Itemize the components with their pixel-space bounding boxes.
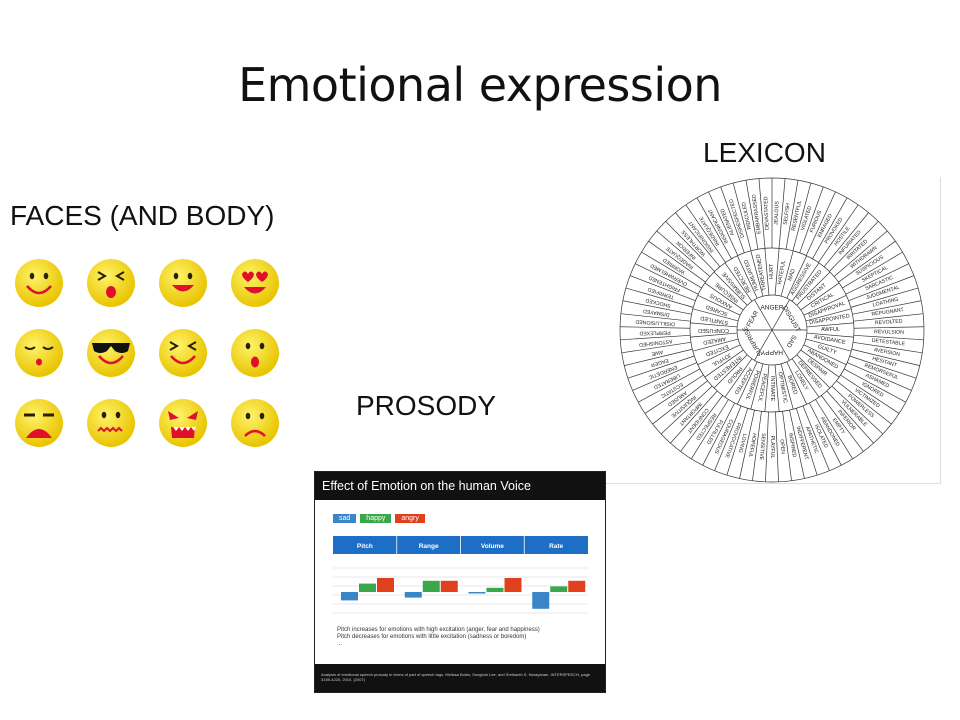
- wheel-outer-emotion: AWE: [650, 348, 663, 356]
- prosody-bar-sad: [468, 592, 486, 594]
- wheel-outer-emotion: SENSITIVE: [758, 433, 766, 461]
- prosody-notes: Pitch increases for emotions with high e…: [337, 627, 540, 648]
- emoji-laughing-icon: [158, 328, 208, 378]
- wheel-outer-emotion: ASTONISHED: [638, 338, 672, 348]
- prosody-category-label: Rate: [549, 543, 563, 550]
- wheel-middle-emotion: PEACEFUL: [756, 373, 767, 403]
- prosody-header: Effect of Emotion on the human Voice: [315, 472, 605, 500]
- prosody-note: ...: [337, 641, 343, 647]
- prosody-category-label: Range: [419, 543, 439, 550]
- prosody-bar-angry: [440, 580, 458, 592]
- wheel-middle-emotion: HATEFUL: [777, 260, 787, 285]
- legend-happy: happy: [360, 514, 392, 523]
- wheel-outer-emotion: PERPLEXED: [639, 329, 671, 336]
- wheel-middle-emotion: HURT: [769, 263, 775, 279]
- prosody-footer: Analysis of emotional speech prosody in …: [315, 664, 605, 692]
- prosody-bar-angry: [568, 580, 586, 592]
- wheel-core-emotion: DISGUST: [781, 305, 802, 334]
- emoji-heart-eyes-icon: [230, 258, 280, 308]
- wheel-middle-emotion: AWFUL: [821, 327, 840, 333]
- lexicon-label: LEXICON: [703, 137, 826, 168]
- wheel-outer-emotion: JEALOUS: [774, 201, 781, 225]
- wheel-outer-emotion: DISMAYED: [642, 307, 670, 317]
- wheel-middle-emotion: STARTLED: [700, 314, 729, 325]
- prosody-note: Pitch increases for emotions with high e…: [337, 627, 540, 633]
- wheel-core-emotion: FEAR: [746, 309, 761, 328]
- wheel-outer-emotion: RIDICULED: [741, 201, 753, 230]
- wheel-outer-emotion: DEVASTATED: [763, 196, 770, 230]
- wheel-outer-emotion: PLAYFUL: [769, 436, 775, 459]
- wheel-middle-emotion: MAD: [787, 268, 797, 282]
- wheel-outer-emotion: AVERSION: [873, 347, 900, 358]
- wheel-outer-emotion: LOVING: [737, 433, 748, 453]
- wheel-core-emotion: SAD: [785, 333, 798, 348]
- wheel-outer-emotion: REPUGNANT: [871, 307, 905, 318]
- emoji-squint-kiss-icon: [86, 258, 136, 308]
- prosody-note: Pitch decreases for emotions with little…: [337, 634, 527, 640]
- prosody-category-label: Pitch: [357, 543, 373, 550]
- wheel-outer-emotion: DISILLUSIONED: [635, 318, 675, 327]
- prosody-bar-sad: [532, 592, 550, 609]
- emoji-faces-grid: [14, 258, 294, 458]
- prosody-bar-chart: Pitch Range Volume Rate: [333, 536, 588, 614]
- emoji-surprised-icon: [230, 328, 280, 378]
- prosody-bar-angry: [504, 578, 522, 592]
- wheel-middle-emotion: AMAZED: [703, 335, 727, 345]
- prosody-figure: Effect of Emotion on the human Voice sad…: [314, 471, 606, 693]
- prosody-bar-happy: [359, 583, 376, 592]
- emoji-sleepy-icon: [14, 328, 64, 378]
- wheel-middle-emotion: OPTIMISTIC: [776, 372, 787, 404]
- wheel-core-emotion: ANGER: [760, 305, 783, 312]
- wheel-outer-emotion: LOATHING: [872, 297, 899, 309]
- wheel-outer-emotion: EMBARRASSED: [751, 194, 762, 234]
- wheel-outer-emotion: HOPEFUL: [747, 433, 757, 458]
- prosody-bar-happy: [550, 586, 568, 592]
- emoji-smile-icon: [14, 258, 64, 308]
- wheel-middle-emotion: INTIMATE: [769, 376, 775, 402]
- emoji-sunglasses-icon: [86, 328, 136, 378]
- prosody-bar-happy: [486, 587, 504, 592]
- legend-sad: sad: [333, 514, 357, 523]
- prosody-bar-sad: [341, 592, 358, 601]
- wheel-outer-emotion: REVOLTED: [875, 319, 903, 327]
- wheel-outer-emotion: REVULSION: [874, 329, 904, 336]
- faces-label: FACES (AND BODY): [10, 200, 275, 231]
- legend-angry: angry: [395, 514, 425, 523]
- prosody-bar-sad: [404, 592, 422, 598]
- wheel-outer-emotion: SELFISH: [783, 203, 792, 225]
- prosody-category-label: Volume: [481, 543, 504, 550]
- wheel-outer-emotion: SHOCKED: [645, 297, 672, 309]
- wheel-outer-emotion: OPEN: [778, 439, 785, 454]
- prosody-label: PROSODY: [356, 390, 497, 421]
- wheel-core-emotion: HAPPY: [760, 349, 783, 356]
- emoji-wavy-mouth-icon: [86, 398, 136, 448]
- wheel-outer-emotion: EAGER: [650, 357, 669, 368]
- prosody-bar-happy: [422, 580, 440, 592]
- wheel-middle-emotion: AVOIDANCE: [813, 334, 846, 346]
- emoji-grin-icon: [158, 258, 208, 308]
- emoji-annoyed-icon: [14, 398, 64, 448]
- wheel-middle-emotion: CONFUSED: [698, 327, 729, 333]
- emoji-sad-icon: [230, 398, 280, 448]
- prosody-bar-angry: [377, 578, 394, 592]
- wheel-outer-emotion: DETESTABLE: [871, 338, 905, 348]
- emoji-angry-fangs-icon: [158, 398, 208, 448]
- wheel-outer-emotion: INSPIRED: [787, 433, 797, 458]
- slide-title: Emotional expression: [238, 58, 722, 112]
